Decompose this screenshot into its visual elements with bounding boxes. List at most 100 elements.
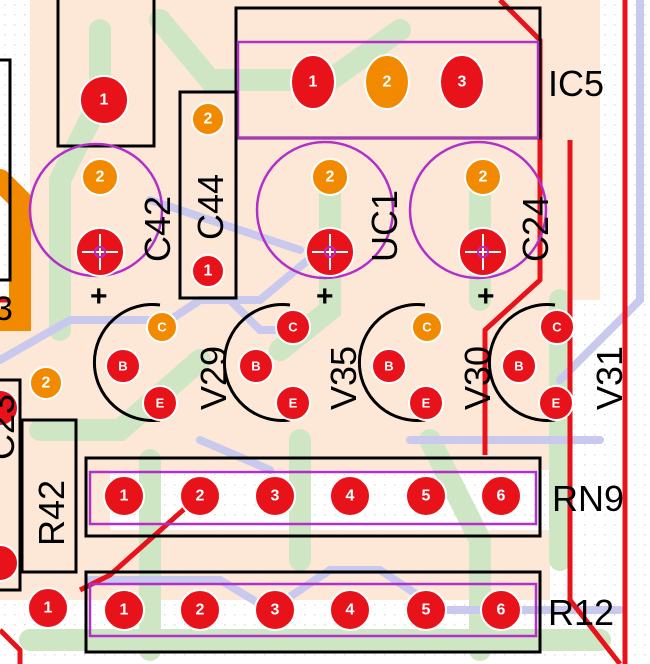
rn9-pad-1[interactable]: 1 <box>103 475 145 517</box>
svg-text:6: 6 <box>497 602 506 619</box>
c44-component[interactable]: 2 1 C44 <box>178 90 238 300</box>
r42-component[interactable]: R42 <box>20 418 78 574</box>
c44-pad-2[interactable]: 2 <box>191 102 225 136</box>
rn9-pad-5[interactable]: 5 <box>405 475 447 517</box>
svg-text:5: 5 <box>422 602 431 619</box>
rn9-pad-2[interactable]: 2 <box>179 475 221 517</box>
svg-text:2: 2 <box>479 169 488 186</box>
c42-component[interactable]: 2 + C42 <box>28 142 178 313</box>
rn9-pad-3[interactable]: 3 <box>254 475 296 517</box>
svg-text:E: E <box>552 396 561 411</box>
ic5-component[interactable]: 1 2 3 IC5 <box>234 6 604 140</box>
ic5-pad-1[interactable]: 1 <box>290 54 336 110</box>
left-edge-partial-label-2: 3 <box>0 290 13 328</box>
uc1-component[interactable]: 2 + UC1 <box>255 140 405 313</box>
top-left-edge-outline <box>56 0 156 148</box>
uc1-outline <box>255 140 395 280</box>
uc1-pad-1[interactable] <box>305 227 355 277</box>
v35-transistor[interactable]: C B E V35 <box>222 303 364 422</box>
svg-text:E: E <box>422 396 431 411</box>
v29-pad-c[interactable]: C <box>146 311 178 343</box>
uc1-polarity-mark: + <box>316 280 334 313</box>
v35-outline <box>222 303 291 422</box>
svg-text:6: 6 <box>497 488 506 505</box>
v35-pad-e[interactable]: E <box>275 385 311 421</box>
r12-pad-4[interactable]: 4 <box>329 589 371 631</box>
c24-pad-2[interactable]: 2 <box>464 158 502 196</box>
svg-text:C: C <box>157 320 167 335</box>
rn9-pad-6[interactable]: 6 <box>480 475 522 517</box>
v29-pad-e[interactable]: E <box>142 385 178 421</box>
c42-polarity-mark: + <box>90 280 108 313</box>
rn9-pad-4[interactable]: 4 <box>329 475 371 517</box>
r12-component[interactable]: 1 2 3 4 5 6 R12 <box>84 570 614 654</box>
red-traces <box>0 0 628 664</box>
v35-pad-b[interactable]: B <box>238 348 274 384</box>
r12-pad-1[interactable]: 1 <box>103 589 145 631</box>
svg-text:4: 4 <box>346 602 355 619</box>
svg-text:E: E <box>156 396 165 411</box>
v31-transistor[interactable]: C B E V31 <box>487 303 630 422</box>
svg-text:C: C <box>422 320 432 335</box>
svg-text:B: B <box>384 359 393 374</box>
r12-pad-6[interactable]: 6 <box>480 589 522 631</box>
left-edge-partial: 3 <box>0 58 13 328</box>
svg-text:2: 2 <box>383 74 392 91</box>
r12-pad-2[interactable]: 2 <box>179 589 221 631</box>
r12-pad-3[interactable]: 3 <box>254 589 296 631</box>
left-edge-partial-label: C23 <box>0 394 22 460</box>
v31-label: V31 <box>589 346 630 410</box>
rn9-outline-outer <box>84 456 542 538</box>
v30-pad-e[interactable]: E <box>408 385 444 421</box>
v31-pad-c[interactable]: C <box>539 309 575 345</box>
v29-pad-b[interactable]: B <box>105 348 141 384</box>
r12-pad-5[interactable]: 5 <box>405 589 447 631</box>
left-edge-pad-2[interactable]: 2 <box>29 366 63 400</box>
r12-outline-outer <box>84 570 542 654</box>
uc1-pad-2[interactable]: 2 <box>311 158 349 196</box>
rn9-outline-body <box>88 470 538 526</box>
svg-text:B: B <box>251 359 260 374</box>
svg-text:4: 4 <box>346 488 355 505</box>
top-left-edge-pad-1[interactable]: 1 <box>79 75 129 125</box>
c24-pad-1[interactable] <box>458 227 508 277</box>
svg-text:B: B <box>514 359 523 374</box>
svg-text:2: 2 <box>196 602 205 619</box>
ic5-pad-2[interactable]: 2 <box>364 54 410 110</box>
r42-outline <box>20 418 78 574</box>
v31-pad-b[interactable]: B <box>501 348 537 384</box>
v35-pad-c[interactable]: C <box>275 309 311 345</box>
v29-outline <box>92 303 161 422</box>
svg-text:5: 5 <box>422 488 431 505</box>
c42-pad-2[interactable]: 2 <box>81 158 119 196</box>
svg-text:1: 1 <box>120 602 129 619</box>
svg-text:1: 1 <box>120 488 129 505</box>
left-edge-partial-pads: C23 <box>0 378 22 592</box>
v30-outline <box>357 303 426 422</box>
svg-text:3: 3 <box>271 602 280 619</box>
top-left-edge-component[interactable]: 1 <box>56 0 156 148</box>
svg-text:1: 1 <box>204 263 213 280</box>
v31-outline <box>487 303 556 422</box>
svg-text:B: B <box>118 359 127 374</box>
c42-pad-1[interactable] <box>75 227 125 277</box>
v30-pad-b[interactable]: B <box>371 348 407 384</box>
bottom-left-edge-pad-1[interactable]: 1 <box>27 587 69 629</box>
c44-label: C44 <box>190 174 231 240</box>
v31-pad-e[interactable]: E <box>538 385 574 421</box>
rn9-label: RN9 <box>552 478 624 519</box>
svg-text:2: 2 <box>196 488 205 505</box>
ic5-pad-3[interactable]: 3 <box>439 54 485 110</box>
v30-pad-c[interactable]: C <box>411 311 443 343</box>
c24-component[interactable]: 2 + C24 <box>408 140 556 313</box>
v35-label: V35 <box>323 346 364 410</box>
c44-pad-1[interactable]: 1 <box>191 254 225 288</box>
rn9-component[interactable]: 1 2 3 4 5 6 RN9 <box>84 456 624 538</box>
svg-text:C: C <box>552 320 562 335</box>
svg-text:1: 1 <box>44 600 53 617</box>
r12-label: R12 <box>548 592 614 633</box>
uc1-label: UC1 <box>364 190 405 262</box>
c44-outline <box>178 90 238 300</box>
c24-polarity-mark: + <box>477 280 495 313</box>
